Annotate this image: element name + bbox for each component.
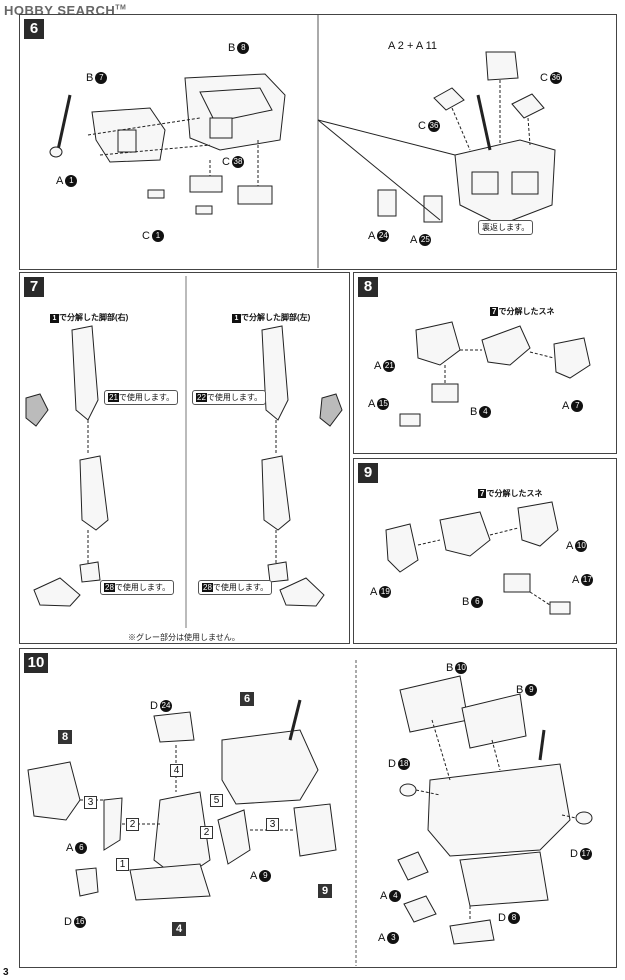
arrow-num-5: 5 (210, 794, 223, 807)
substep-6: 6 (240, 692, 254, 706)
step7-use-22: 22で使用します。 (192, 390, 267, 405)
page-number: 3 (3, 967, 9, 978)
arrow-num-1: 1 (116, 858, 129, 871)
flip-note: 裏返します。 (478, 220, 534, 235)
label-a2-a11: A 2 + A 11 (388, 40, 438, 52)
step7-use-28-left: 28で使用します。 (100, 580, 175, 595)
substep-4: 4 (172, 922, 186, 936)
arrow-num-3-left: 3 (84, 796, 97, 809)
arrow-num-2-right: 2 (200, 826, 213, 839)
arrow-num-2-left: 2 (126, 818, 139, 831)
substep-8: 8 (58, 730, 72, 744)
step-8-number: 8 (358, 277, 378, 297)
arrow-num-4: 4 (170, 764, 183, 777)
step-10-number: 10 (24, 653, 48, 673)
step-6-number: 6 (24, 19, 44, 39)
step7-use-21: 21で使用します。 (104, 390, 179, 405)
step7-grey-note: ※グレー部分は使用しません。 (128, 633, 240, 642)
step7-use-28-right: 28で使用します。 (198, 580, 273, 595)
step-8-panel: 8 (353, 272, 617, 454)
step-7-number: 7 (24, 277, 44, 297)
substep-9: 9 (318, 884, 332, 898)
step-9-number: 9 (358, 463, 378, 483)
arrow-num-3-right: 3 (266, 818, 279, 831)
